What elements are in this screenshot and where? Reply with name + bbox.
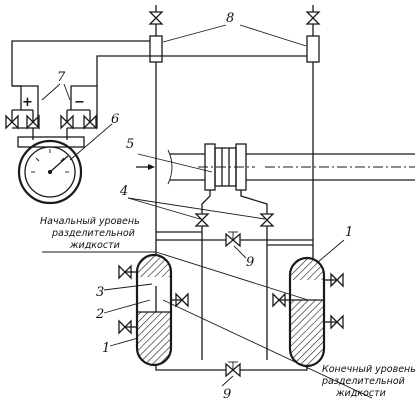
label-5: 5 — [126, 137, 134, 152]
left-vessel-valves — [118, 264, 189, 335]
label-6: 6 — [111, 112, 119, 127]
label-7-leader — [63, 83, 71, 101]
left-separation-vessel — [135, 253, 173, 367]
label-1-right-leader — [317, 239, 345, 263]
impulse-line-minus — [70, 55, 307, 98]
impulse-line-plus — [11, 40, 150, 98]
label-8: 8 — [226, 11, 234, 26]
initial-level-caption: Начальный уровень разделительной жидкост… — [40, 216, 140, 251]
svg-text:разделительной: разделительной — [51, 228, 135, 239]
label-1-right: 1 — [345, 225, 353, 240]
differential-manometer-icon — [17, 136, 85, 205]
label-6-leader — [69, 123, 113, 161]
svg-text:Конечный уровень: Конечный уровень — [322, 364, 416, 375]
label-1-left-leader — [109, 337, 139, 347]
flow-arrow-icon — [136, 164, 155, 170]
left-shutoff-valve-icon — [156, 190, 211, 233]
valve-block-7 — [5, 98, 98, 140]
label-9-lower-leader — [221, 375, 234, 387]
final-level-leader — [162, 299, 373, 399]
valve-icon — [60, 110, 74, 130]
label-9-upper: 9 — [246, 255, 254, 270]
right-gas-collector — [306, 35, 320, 63]
right-top-valve-icon — [305, 5, 321, 36]
valve-icon — [26, 110, 40, 130]
label-9-lower: 9 — [223, 387, 231, 402]
label-8-leaders — [162, 24, 307, 47]
right-separation-vessel — [288, 256, 326, 368]
right-shutoff-valve-icon — [240, 190, 313, 246]
svg-text:жидкости: жидкости — [69, 240, 120, 251]
label-7: 7 — [57, 70, 66, 85]
right-vessel-valves — [272, 272, 344, 330]
label-7-leader — [41, 83, 61, 101]
label-1-left: 1 — [102, 341, 110, 356]
label-2-leader — [103, 299, 151, 314]
label-4: 4 — [119, 184, 128, 199]
svg-text:разделительной: разделительной — [321, 376, 405, 387]
left-gas-collector — [149, 35, 163, 63]
plus-sign: + — [22, 95, 33, 110]
label-5-leader — [137, 153, 213, 173]
upper-equalizing-line — [156, 231, 313, 248]
svg-text:Начальный уровень: Начальный уровень — [40, 216, 140, 227]
initial-level-leader — [42, 251, 309, 301]
label-3: 3 — [96, 285, 104, 300]
valve-icon — [83, 110, 97, 130]
left-top-valve-icon — [148, 5, 164, 36]
valve-icon — [5, 110, 19, 130]
final-level-caption: Конечный уровень разделительной жидкости — [321, 364, 416, 399]
pipeline — [167, 149, 415, 185]
label-2: 2 — [95, 307, 104, 322]
minus-sign: − — [74, 95, 85, 110]
label-4-leaders — [127, 197, 266, 220]
label-3-leader — [103, 283, 153, 291]
svg-text:жидкости: жидкости — [335, 388, 386, 399]
label-9-upper-leader — [233, 245, 247, 259]
